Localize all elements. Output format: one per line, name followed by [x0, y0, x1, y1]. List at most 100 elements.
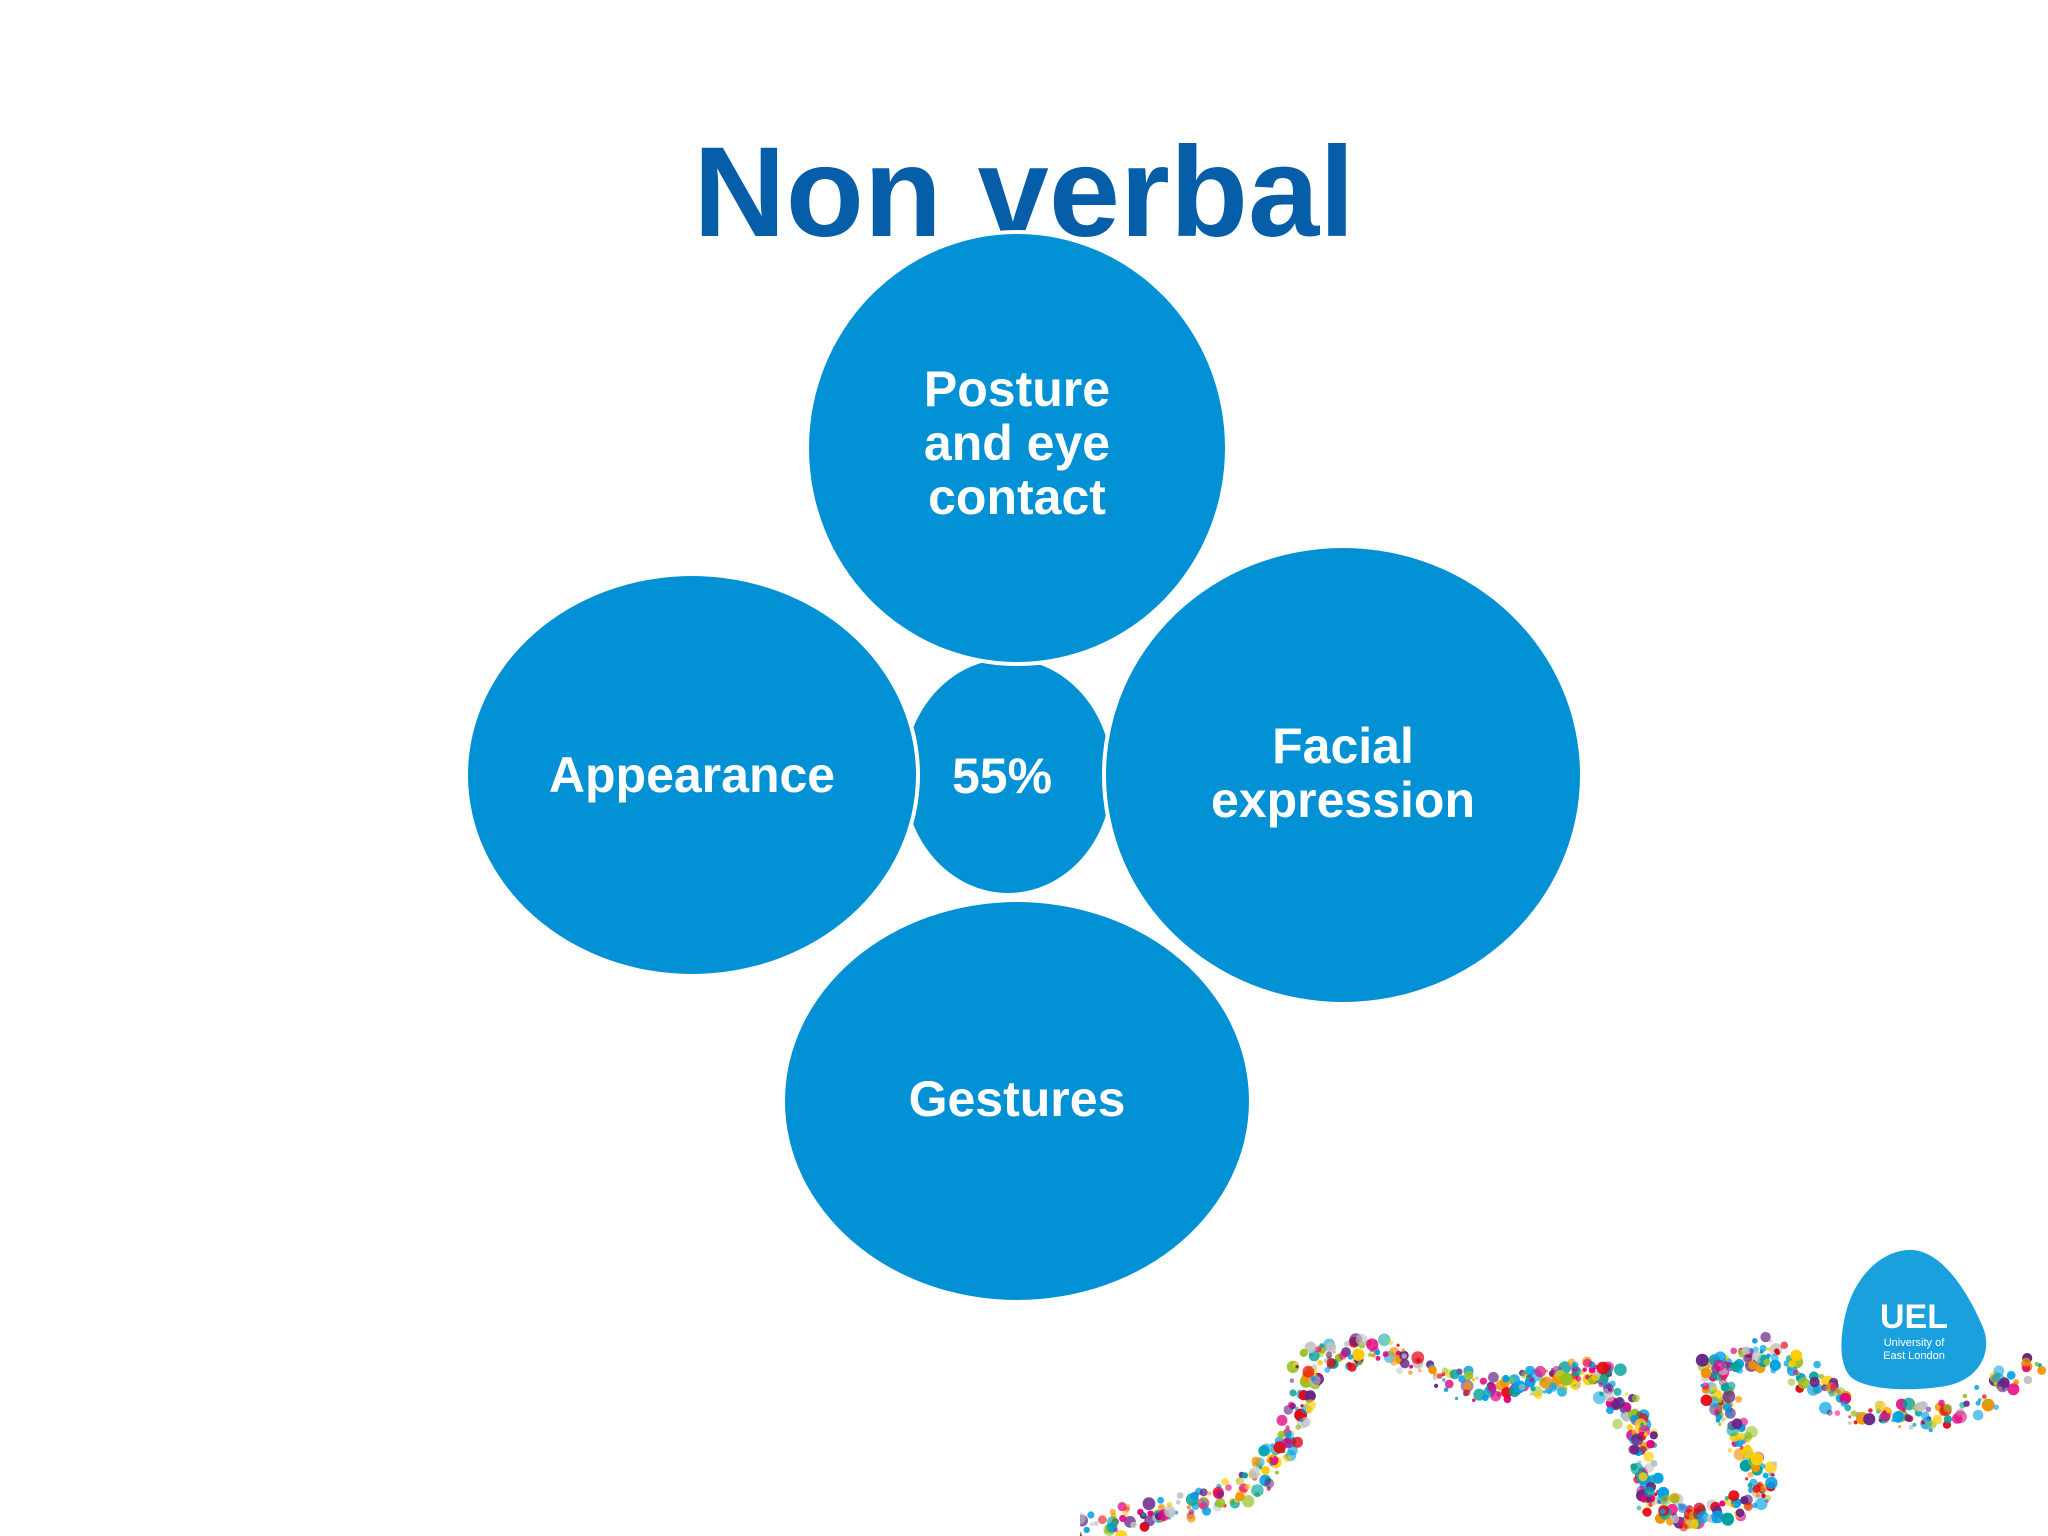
decorative-dot — [1826, 1409, 1833, 1416]
decorative-dot — [1724, 1495, 1730, 1501]
decorative-dot — [1115, 1530, 1128, 1536]
decorative-dot — [1236, 1479, 1240, 1483]
decorative-dot — [1766, 1353, 1771, 1358]
decorative-dot — [1679, 1523, 1688, 1532]
decorative-dot — [1284, 1430, 1293, 1439]
decorative-dot — [1748, 1347, 1755, 1354]
decorative-dot — [2034, 1361, 2039, 1367]
decorative-dot — [1720, 1383, 1730, 1392]
decorative-dot — [1631, 1433, 1644, 1446]
decorative-dot — [1488, 1371, 1499, 1383]
decorative-dot — [1718, 1422, 1722, 1426]
decorative-dot — [1388, 1340, 1394, 1345]
decorative-dot — [1319, 1343, 1324, 1348]
bubble-posture: Posture and eye contact — [805, 230, 1229, 666]
decorative-dot — [1344, 1341, 1350, 1347]
decorative-dot — [1269, 1462, 1274, 1467]
decorative-dot — [1534, 1365, 1546, 1378]
decorative-dot — [1629, 1444, 1640, 1455]
decorative-dot — [1695, 1353, 1709, 1367]
decorative-dot — [1266, 1486, 1271, 1491]
decorative-dot — [1432, 1374, 1438, 1380]
decorative-dot — [1241, 1472, 1248, 1479]
decorative-dot — [1612, 1418, 1623, 1430]
decorative-dot — [1378, 1333, 1391, 1347]
decorative-dot — [1366, 1338, 1379, 1351]
decorative-dot — [1304, 1390, 1316, 1402]
decorative-dot — [1780, 1341, 1788, 1349]
decorative-dot — [1285, 1425, 1290, 1430]
decorative-dot — [2007, 1383, 2020, 1396]
decorative-dot — [1764, 1494, 1771, 1502]
uel-logo: UEL University of East London — [1838, 1246, 1990, 1392]
bubble-appearance: Appearance — [464, 572, 920, 978]
decorative-dot — [1902, 1408, 1906, 1413]
decorative-dot — [1643, 1432, 1648, 1437]
decorative-dot — [1471, 1377, 1476, 1382]
decorative-dot — [1768, 1339, 1773, 1343]
decorative-dot — [1401, 1348, 1406, 1352]
decorative-dot — [1141, 1512, 1146, 1517]
decorative-dot — [1774, 1348, 1780, 1354]
bubble-facial-label: Facial expression — [1210, 718, 1475, 828]
decorative-dot — [1605, 1392, 1615, 1402]
decorative-dot — [1599, 1391, 1604, 1397]
decorative-dot — [1294, 1406, 1299, 1411]
decorative-dot — [1743, 1431, 1753, 1442]
decorative-dot — [1713, 1359, 1725, 1372]
decorative-dot — [1880, 1410, 1891, 1422]
decorative-dot — [1636, 1505, 1642, 1511]
decorative-dot — [1653, 1492, 1658, 1497]
decorative-dot — [1928, 1428, 1933, 1433]
decorative-dot — [1770, 1367, 1777, 1374]
decorative-dot — [1840, 1400, 1847, 1407]
decorative-dot — [1142, 1497, 1156, 1511]
decorative-dot — [1207, 1491, 1212, 1496]
decorative-dot — [1659, 1508, 1666, 1515]
decorative-dot — [1984, 1400, 1990, 1406]
decorative-dot — [1371, 1353, 1376, 1358]
decorative-dot — [1442, 1367, 1449, 1374]
decorative-dot — [1771, 1473, 1775, 1477]
decorative-dot — [1772, 1461, 1777, 1466]
decorative-dot — [1724, 1499, 1728, 1504]
decorative-dot — [1834, 1410, 1841, 1416]
decorative-dot — [1756, 1481, 1763, 1488]
decorative-dot — [1098, 1515, 1107, 1525]
decorative-dot — [1878, 1418, 1882, 1422]
decorative-dot — [1626, 1424, 1633, 1431]
decorative-dot — [1770, 1353, 1779, 1362]
decorative-dot — [1188, 1509, 1195, 1515]
decorative-dot — [1199, 1488, 1208, 1497]
decorative-dot — [1925, 1406, 1932, 1412]
decorative-dot — [1693, 1502, 1706, 1515]
decorative-dot — [1434, 1383, 1439, 1388]
decorative-dot — [1176, 1492, 1184, 1499]
uel-logo-line2: East London — [1883, 1350, 1945, 1362]
decorative-dot — [1157, 1496, 1164, 1504]
decorative-dot — [1147, 1510, 1154, 1517]
decorative-dot — [1463, 1370, 1474, 1381]
decorative-dot — [1324, 1367, 1331, 1373]
decorative-dot — [1490, 1390, 1502, 1402]
decorative-dot — [1788, 1360, 1796, 1368]
bubble-gestures: Gestures — [781, 898, 1253, 1304]
decorative-dot — [1749, 1478, 1758, 1487]
decorative-dot — [1266, 1458, 1271, 1463]
decorative-dot — [1582, 1358, 1592, 1368]
decorative-dot — [1080, 1532, 1082, 1536]
decorative-dot — [1347, 1354, 1354, 1360]
decorative-dot — [1571, 1361, 1579, 1369]
decorative-dot — [1660, 1495, 1671, 1506]
decorative-dot — [1317, 1360, 1323, 1366]
decorative-dot — [1080, 1512, 1086, 1525]
decorative-dot — [1625, 1392, 1629, 1396]
decorative-dot — [1295, 1365, 1299, 1369]
decorative-dot — [1700, 1394, 1713, 1407]
decorative-dot — [1613, 1387, 1622, 1396]
decorative-dot — [1454, 1396, 1459, 1401]
decorative-dot — [1441, 1378, 1446, 1382]
decorative-dot — [1481, 1394, 1489, 1402]
decorative-dot — [1122, 1510, 1129, 1516]
center-percentage: 55% — [951, 748, 1053, 804]
